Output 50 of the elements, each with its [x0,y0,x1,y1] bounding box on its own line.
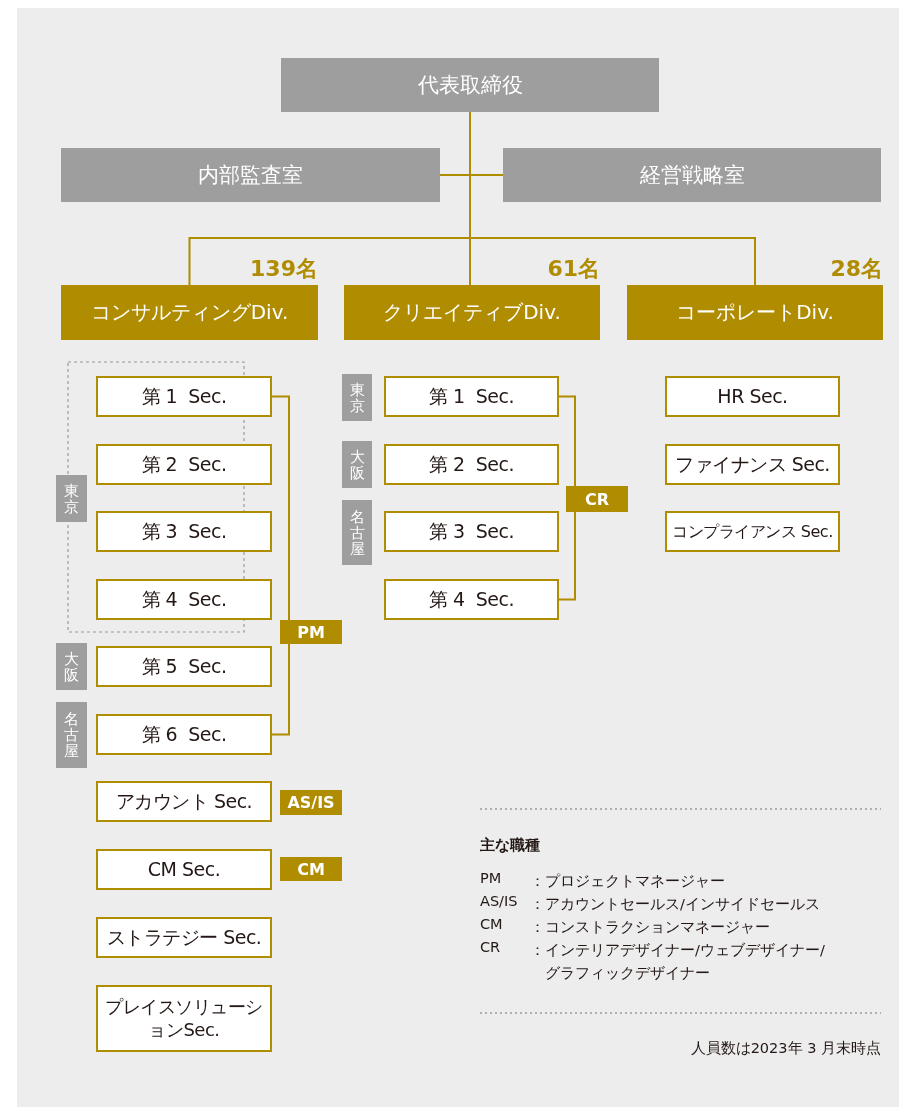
executive-box: 経営戦略室 [503,148,881,202]
section-box: 第 4 Sec. [96,579,272,620]
role-tag: PM [280,620,342,644]
location-tag: 大阪 [56,643,87,690]
note-text: 人員数は2023年 3 月末時点 [690,1039,881,1058]
role-tag: AS/IS [280,790,342,815]
connector-line [558,395,576,487]
section-box: 第 1 Sec. [384,376,559,417]
abbreviation: CM [480,916,503,932]
section-heading: 主な職種 [480,836,540,855]
connector-line [271,395,290,621]
location-tag: 東京 [342,374,372,421]
section-box: 第 1 Sec. [96,376,272,417]
definition-text: ：アカウントセールス/インサイドセールス [530,895,821,914]
location-tag: 名古屋 [342,500,372,565]
role-tag: CR [566,486,628,512]
executive-box: 代表取締役 [281,58,659,112]
headcount-label: 139名 [250,255,318,283]
abbreviation: AS/IS [480,893,518,909]
location-tag: 名古屋 [56,702,87,768]
section-box: 第 4 Sec. [384,579,559,620]
division-box: クリエイティブDiv. [344,285,600,340]
location-tag: 東京 [56,475,87,522]
section-box: ストラテジー Sec. [96,917,272,958]
definition-text: ：プロジェクトマネージャー [530,872,726,891]
section-box: プレイスソリューションSec. [96,985,272,1052]
connector-line [558,511,576,601]
location-tag: 大阪 [342,441,372,488]
section-box: 第 6 Sec. [96,714,272,755]
section-box: 第 3 Sec. [96,511,272,552]
executive-box: 内部監査室 [61,148,440,202]
definition-text: ：コンストラクションマネージャー [530,918,771,937]
section-box: 第 2 Sec. [96,444,272,485]
headcount-label: 28名 [830,255,883,283]
section-box: 第 5 Sec. [96,646,272,687]
connector-line [271,643,290,736]
definition-text: ：インテリアデザイナー/ウェブデザイナー/グラフィックデザイナー [530,941,826,983]
role-tag: CM [280,857,342,881]
section-box: CM Sec. [96,849,272,890]
section-box: 第 2 Sec. [384,444,559,485]
section-box: ファイナンス Sec. [665,444,840,485]
abbreviation: PM [480,870,502,886]
section-box: HR Sec. [665,376,840,417]
section-box: 第 3 Sec. [384,511,559,552]
headcount-label: 61名 [547,255,600,283]
division-box: コンサルティングDiv. [61,285,318,340]
section-box: アカウント Sec. [96,781,272,822]
abbreviation: CR [480,939,501,955]
section-box: コンプライアンス Sec. [665,511,840,552]
division-box: コーポレートDiv. [627,285,883,340]
